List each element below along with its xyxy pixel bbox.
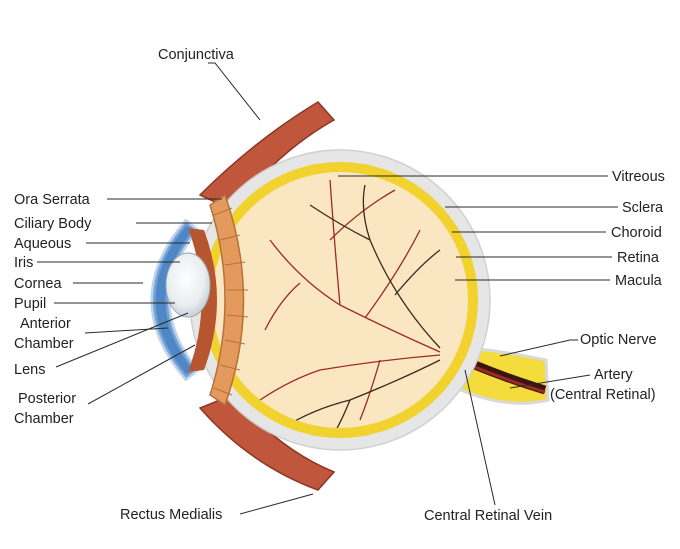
label-ora-serrata: Ora Serrata [14, 192, 91, 208]
label-ciliary-body: Ciliary Body [14, 216, 92, 232]
label-macula: Macula [615, 273, 663, 289]
label-vitreous: Vitreous [612, 169, 665, 185]
label-posterior-chamber-line2: Chamber [14, 411, 74, 427]
label-artery-line1: Artery [594, 367, 633, 383]
label-aqueous: Aqueous [14, 236, 71, 252]
label-conjunctiva: Conjunctiva [158, 47, 235, 63]
ciliary-body-ridges [213, 207, 249, 396]
label-iris: Iris [14, 255, 33, 271]
label-anterior-chamber-line2: Chamber [14, 336, 74, 352]
label-central-retinal-vein: Central Retinal Vein [424, 508, 552, 524]
label-sclera: Sclera [622, 200, 664, 216]
label-anterior-chamber-line1: Anterior [20, 316, 71, 332]
label-pupil: Pupil [14, 296, 46, 312]
ciliary-body [209, 193, 245, 407]
labels: Conjunctiva Ora Serrata Ciliary Body Aqu… [14, 47, 665, 524]
label-artery-line2: (Central Retinal) [550, 387, 656, 403]
label-posterior-chamber-line1: Posterior [18, 391, 76, 407]
label-retina: Retina [617, 250, 660, 266]
leader-lines [37, 62, 618, 515]
label-optic-nerve: Optic Nerve [580, 332, 657, 348]
label-choroid: Choroid [611, 225, 662, 241]
label-lens: Lens [14, 362, 45, 378]
label-cornea: Cornea [14, 276, 62, 292]
label-rectus-medialis: Rectus Medialis [120, 507, 222, 523]
lens [165, 252, 211, 318]
retinal-vessels [259, 179, 441, 428]
